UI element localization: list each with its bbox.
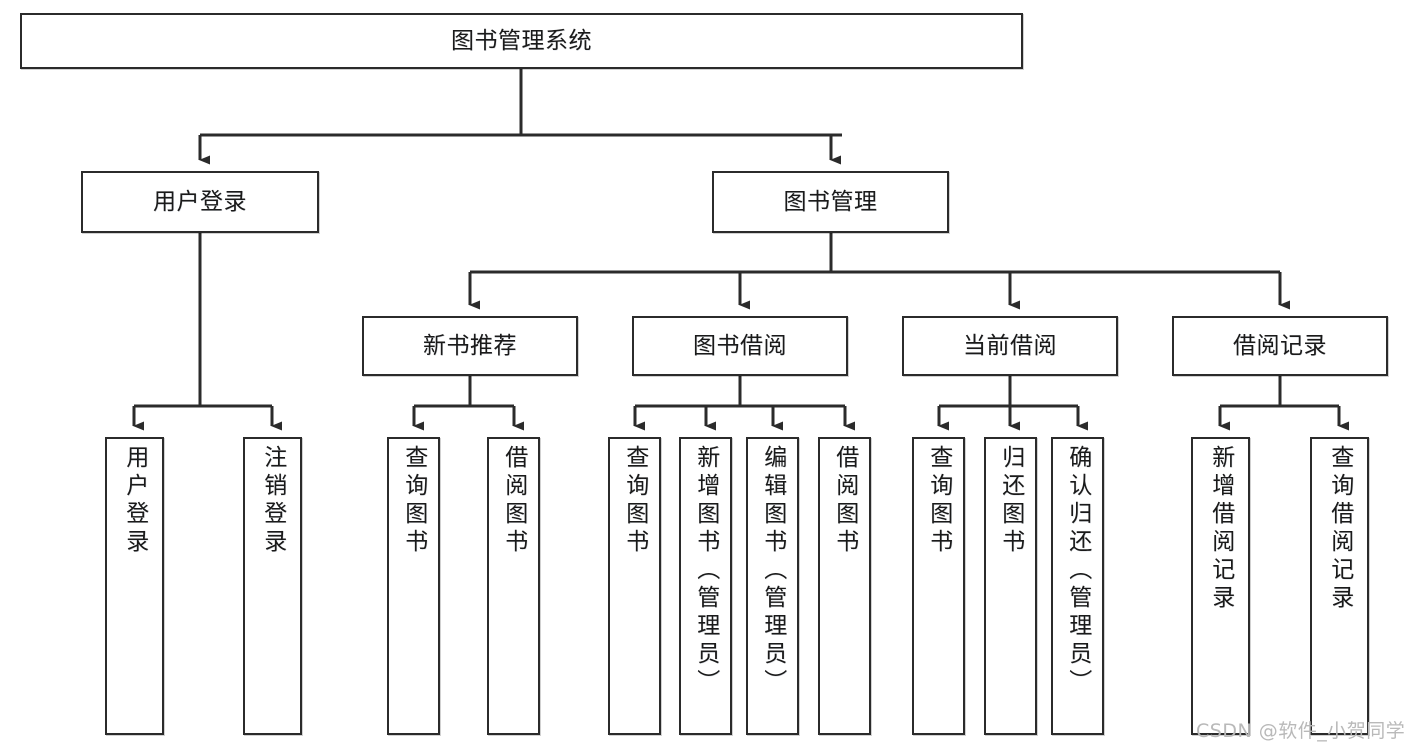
node-leaf-confirm-return-label: 确认归还（管理员）	[1064, 445, 1091, 697]
node-book-manage-label: 图书管理	[783, 188, 878, 215]
node-leaf-user-login-label: 用户登录	[121, 445, 148, 557]
node-leaf-query-book-1-label: 查询图书	[400, 445, 427, 557]
node-leaf-edit-book-label: 编辑图书（管理员）	[759, 445, 786, 697]
node-leaf-query-book-2[interactable]: 查询图书	[608, 437, 661, 735]
node-leaf-query-record[interactable]: 查询借阅记录	[1310, 437, 1369, 735]
node-book-borrow[interactable]: 图书借阅	[632, 316, 848, 376]
node-leaf-return-book[interactable]: 归还图书	[984, 437, 1037, 735]
node-current-borrow-label: 当前借阅	[963, 332, 1057, 359]
node-user-login-label: 用户登录	[153, 188, 247, 215]
node-book-manage[interactable]: 图书管理	[712, 171, 949, 233]
node-user-login[interactable]: 用户登录	[81, 171, 319, 233]
node-leaf-user-login[interactable]: 用户登录	[105, 437, 164, 735]
node-current-borrow[interactable]: 当前借阅	[902, 316, 1118, 376]
csdn-watermark: CSDN @软件_小贺同学	[1196, 720, 1405, 742]
node-leaf-borrow-book-1[interactable]: 借阅图书	[487, 437, 540, 735]
node-borrow-record[interactable]: 借阅记录	[1172, 316, 1388, 376]
node-leaf-add-book-label: 新增图书（管理员）	[692, 445, 719, 697]
node-leaf-borrow-book-2-label: 借阅图书	[831, 445, 858, 557]
node-leaf-query-record-label: 查询借阅记录	[1326, 445, 1353, 613]
node-new-book-rec[interactable]: 新书推荐	[362, 316, 578, 376]
node-leaf-return-book-label: 归还图书	[997, 445, 1024, 557]
node-leaf-query-book-3[interactable]: 查询图书	[912, 437, 965, 735]
node-leaf-add-record-label: 新增借阅记录	[1207, 445, 1234, 613]
node-leaf-borrow-book-1-label: 借阅图书	[500, 445, 527, 557]
node-leaf-query-book-1[interactable]: 查询图书	[387, 437, 440, 735]
node-root[interactable]: 图书管理系统	[20, 13, 1023, 69]
node-root-label: 图书管理系统	[451, 27, 592, 54]
node-leaf-logout[interactable]: 注销登录	[243, 437, 302, 735]
node-borrow-record-label: 借阅记录	[1233, 332, 1327, 359]
node-new-book-rec-label: 新书推荐	[423, 332, 517, 359]
node-leaf-add-record[interactable]: 新增借阅记录	[1191, 437, 1250, 735]
node-leaf-confirm-return[interactable]: 确认归还（管理员）	[1051, 437, 1104, 735]
node-leaf-query-book-2-label: 查询图书	[621, 445, 648, 557]
node-leaf-logout-label: 注销登录	[259, 445, 286, 557]
node-leaf-edit-book[interactable]: 编辑图书（管理员）	[746, 437, 799, 735]
node-leaf-borrow-book-2[interactable]: 借阅图书	[818, 437, 871, 735]
node-book-borrow-label: 图书借阅	[693, 332, 787, 359]
node-leaf-add-book[interactable]: 新增图书（管理员）	[679, 437, 732, 735]
node-leaf-query-book-3-label: 查询图书	[925, 445, 952, 557]
